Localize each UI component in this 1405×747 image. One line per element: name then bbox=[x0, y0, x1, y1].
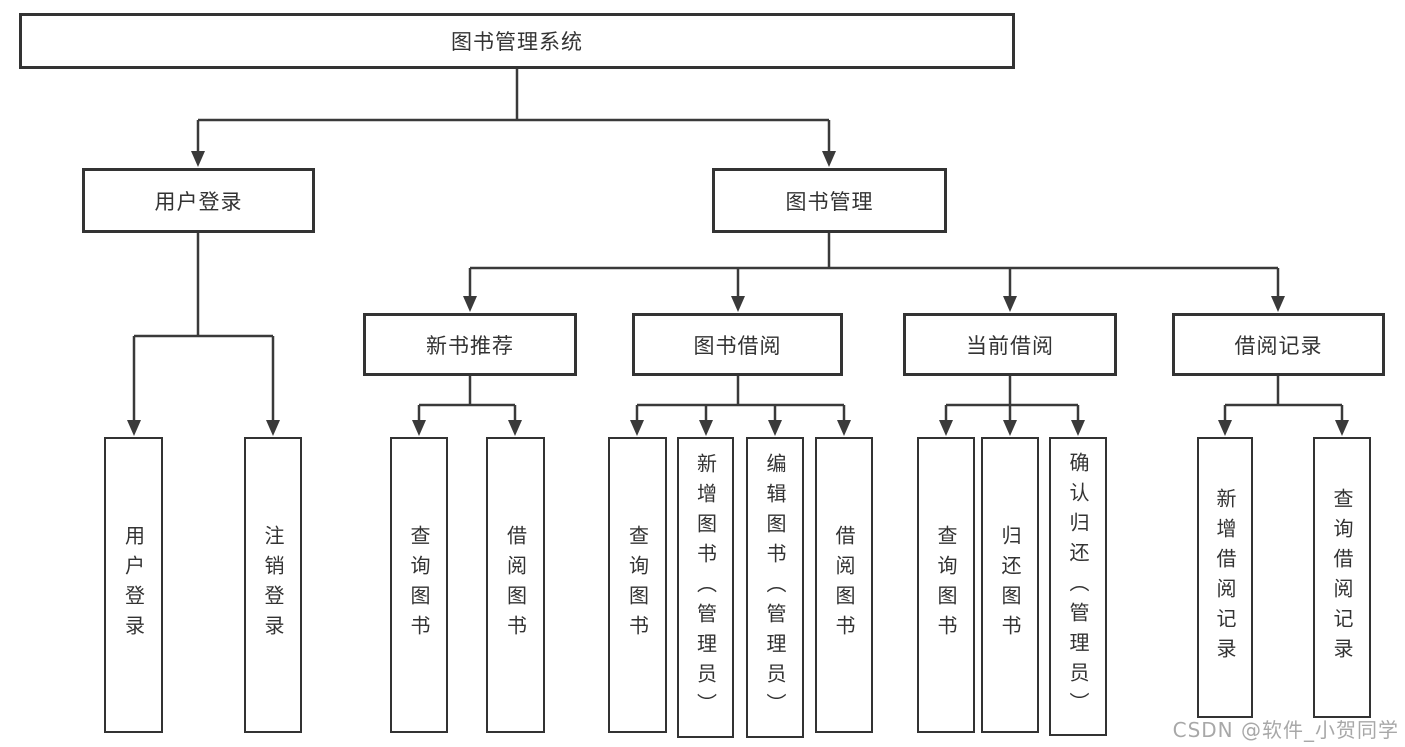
node-leaf-edit-books-admin: 编辑图书（管理员） bbox=[746, 437, 804, 738]
node-leaf-add-borrow-record: 新增借阅记录 bbox=[1197, 437, 1253, 718]
node-borrowing-records: 借阅记录 bbox=[1172, 313, 1385, 376]
node-leaf-confirm-return-admin: 确认归还（管理员） bbox=[1049, 437, 1107, 736]
csdn-watermark: CSDN @软件_小贺同学 bbox=[1172, 718, 1399, 742]
node-current-borrowing: 当前借阅 bbox=[903, 313, 1117, 376]
node-leaf-return-books: 归还图书 bbox=[981, 437, 1039, 733]
node-leaf-borrow-books-bb: 借阅图书 bbox=[815, 437, 873, 733]
arrowhead-icons bbox=[127, 151, 1349, 436]
node-leaf-user-login: 用户登录 bbox=[104, 437, 163, 733]
node-leaf-query-books-rec: 查询图书 bbox=[390, 437, 448, 733]
node-leaf-logout: 注销登录 bbox=[244, 437, 302, 733]
node-new-book-recommend: 新书推荐 bbox=[363, 313, 577, 376]
node-leaf-borrow-books-rec: 借阅图书 bbox=[486, 437, 545, 733]
node-leaf-query-books-bb: 查询图书 bbox=[608, 437, 667, 733]
node-leaf-query-borrow-record: 查询借阅记录 bbox=[1313, 437, 1371, 718]
node-user-login: 用户登录 bbox=[82, 168, 315, 233]
node-leaf-add-books-admin: 新增图书（管理员） bbox=[677, 437, 734, 738]
node-book-management: 图书管理 bbox=[712, 168, 947, 233]
node-root-system: 图书管理系统 bbox=[19, 13, 1015, 69]
node-book-borrowing: 图书借阅 bbox=[632, 313, 843, 376]
node-leaf-query-books-cb: 查询图书 bbox=[917, 437, 975, 733]
